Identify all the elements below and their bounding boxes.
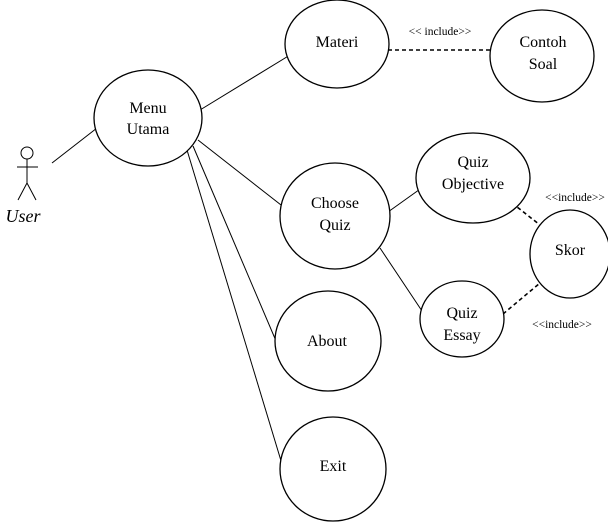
actor-user: User bbox=[6, 146, 42, 226]
assoc-user-menu bbox=[51, 127, 98, 164]
usecase-label-line: Contoh bbox=[519, 34, 566, 51]
usecase-label-line: Quiz bbox=[319, 217, 350, 234]
usecase-label-line: Skor bbox=[555, 242, 586, 259]
stick-figure-icon bbox=[17, 146, 38, 201]
include-relations bbox=[388, 49, 541, 315]
actor-label: User bbox=[6, 206, 42, 226]
include-line-essay-skor bbox=[502, 282, 541, 315]
include-line-objective-skor bbox=[511, 202, 541, 226]
usecase-label-line: Exit bbox=[320, 458, 347, 475]
assoc-menu-about bbox=[192, 145, 283, 356]
usecase-label-line: Essay bbox=[443, 327, 480, 344]
assoc-menu-exit bbox=[186, 149, 286, 475]
usecase-menu-utama: Menu Utama bbox=[93, 69, 203, 167]
usecase-materi: Materi bbox=[284, 0, 390, 89]
usecase-contoh-soal: Contoh Soal bbox=[489, 9, 595, 103]
include-label-objective-skor: <<include>> bbox=[545, 192, 605, 204]
usecase-label-line: Materi bbox=[316, 34, 359, 51]
assoc-choosequiz-objective bbox=[387, 186, 424, 213]
usecase-label-line: Menu bbox=[129, 100, 166, 117]
association-lines bbox=[51, 54, 425, 475]
assoc-menu-choosequiz bbox=[197, 139, 291, 213]
usecase-label-line: Choose bbox=[311, 195, 359, 212]
usecase-label-line: About bbox=[307, 333, 348, 350]
usecase-label-line: Utama bbox=[127, 121, 170, 138]
usecase-quiz-objective: Quiz Objective bbox=[415, 132, 531, 224]
usecase-about: About bbox=[274, 290, 382, 392]
assoc-menu-materi bbox=[199, 54, 291, 111]
usecase-label-line: Quiz bbox=[457, 154, 488, 171]
usecase-label-line: Quiz bbox=[446, 305, 477, 322]
include-label-essay-skor: <<include>> bbox=[532, 319, 592, 331]
usecase-choose-quiz: Choose Quiz bbox=[279, 162, 391, 270]
usecase-label-line: Soal bbox=[529, 56, 558, 73]
include-label-materi-contoh: << include>> bbox=[409, 26, 472, 38]
assoc-choosequiz-essay bbox=[379, 247, 425, 315]
usecase-quiz-essay: Quiz Essay bbox=[419, 280, 505, 358]
usecase-exit: Exit bbox=[279, 416, 387, 522]
usecase-skor: Skor bbox=[529, 209, 608, 299]
usecase-label-line: Objective bbox=[442, 176, 504, 193]
